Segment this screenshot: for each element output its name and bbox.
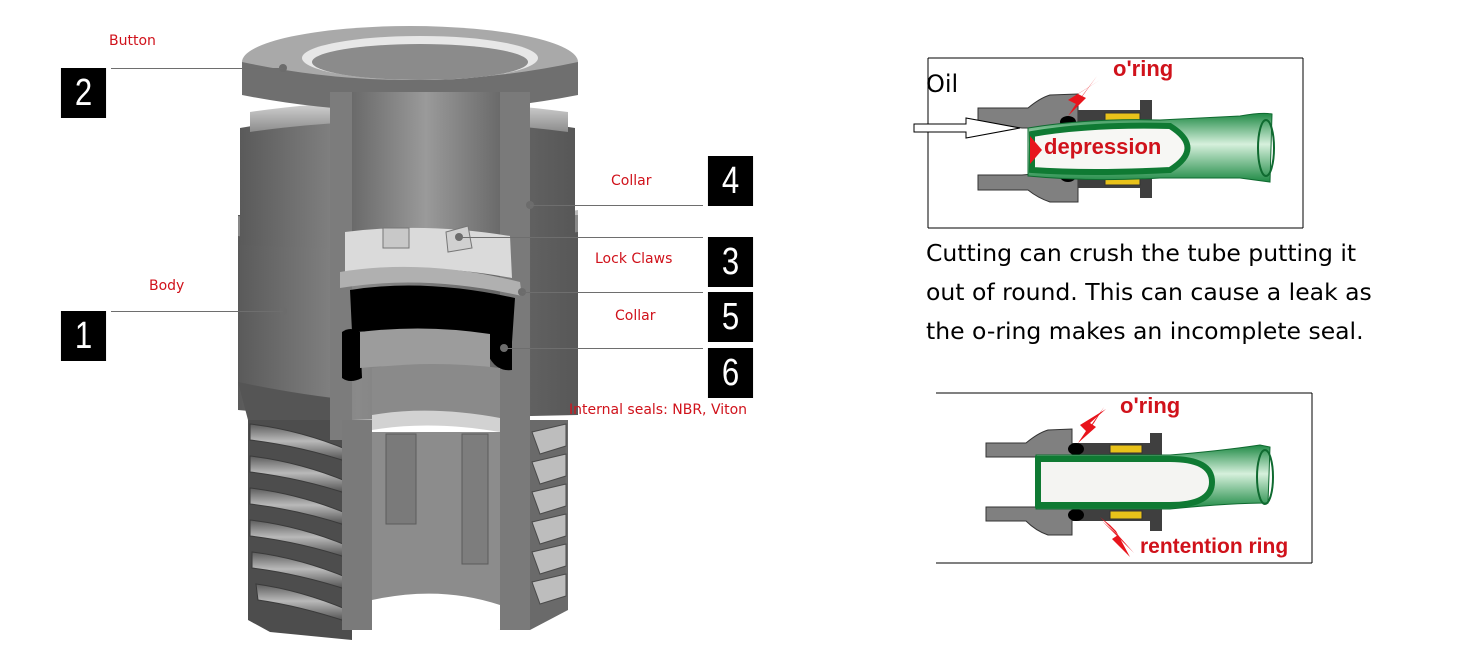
bad-cut-svg: [913, 57, 1304, 229]
label-collar-5: Collar: [615, 308, 656, 324]
leader-line-4: [530, 205, 703, 206]
label-button: Button: [109, 33, 156, 49]
caption-line-2: out of round. This can cause a leak as: [926, 278, 1372, 306]
section-cut: [330, 92, 530, 635]
callout-dot-2: [279, 64, 287, 72]
thread-left: [248, 420, 352, 640]
diagram-bad-cut: Oil o'ring depression: [900, 50, 1310, 235]
label-body: Body: [149, 278, 185, 294]
flow-label-oil: Oil: [926, 70, 959, 98]
callout-number-4: 4: [707, 156, 754, 206]
explanation-caption: Cutting can crush the tube putting it ou…: [926, 234, 1446, 351]
oring-label-bottom: o'ring: [1120, 393, 1181, 418]
callout-dot-1: [279, 307, 287, 315]
callout-number-6: 6: [707, 348, 754, 398]
diagram-good-seal: o'ring rentention ring: [930, 385, 1320, 570]
callout-number-5: 5: [707, 292, 754, 342]
leader-line-3: [459, 237, 703, 238]
retention-ring-label: rentention ring: [1140, 535, 1289, 558]
button-part: [242, 26, 578, 112]
leader-line-2: [111, 68, 283, 69]
good-seal-svg: [936, 392, 1313, 564]
fitting-cutaway-illustration: [238, 26, 578, 640]
caption-line-3: the o-ring makes an incomplete seal.: [926, 317, 1364, 345]
oring-label-top: o'ring: [1113, 56, 1174, 81]
leader-line-5: [522, 292, 703, 293]
callout-number-1: 1: [60, 311, 107, 361]
callout-number-2: 2: [60, 68, 107, 118]
caption-line-1: Cutting can crush the tube putting it: [926, 239, 1357, 267]
depression-label: depression: [1044, 134, 1162, 159]
label-lock-claws: Lock Claws: [595, 251, 673, 267]
leader-line-1: [111, 311, 283, 312]
leader-line-6: [504, 348, 703, 349]
thread-right: [530, 420, 568, 630]
label-internal-seals: Internal seals: NBR, Viton: [569, 402, 748, 418]
label-collar-4: Collar: [611, 173, 652, 189]
callout-number-3: 3: [707, 237, 754, 287]
